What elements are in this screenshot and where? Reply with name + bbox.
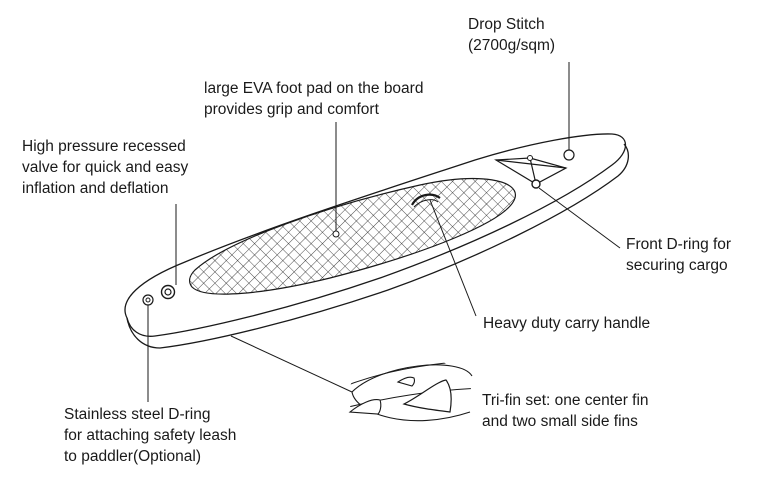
leader-tri-fin — [230, 335, 353, 393]
fin-detail-inset — [348, 359, 473, 422]
callout-drop-stitch: Drop Stitch (2700g/sqm) — [468, 14, 555, 56]
front-d-ring — [531, 179, 541, 189]
callout-carry-handle: Heavy duty carry handle — [483, 313, 650, 334]
callout-front-dring: Front D-ring for securing cargo — [626, 234, 731, 276]
callout-tri-fin-line-2: and two small side fins — [482, 413, 638, 430]
leader-lines — [147, 62, 621, 402]
callout-steel-dring: Stainless steel D-ring for attaching saf… — [64, 404, 236, 467]
eva-foot-pad — [189, 178, 516, 295]
callout-valve: High pressure recessed valve for quick a… — [22, 136, 188, 199]
leader-eva-pad-dot — [332, 230, 340, 238]
callout-steel-dring-line-3: to paddler(Optional) — [64, 448, 201, 465]
callout-front-dring-line-2: securing cargo — [626, 257, 728, 274]
front-bungee-ring — [527, 155, 533, 161]
callout-tri-fin-line-1: Tri-fin set: one center fin — [482, 392, 649, 409]
side-fin-left — [348, 399, 382, 415]
tail-d-ring — [142, 294, 154, 306]
leader-front-dring — [538, 187, 621, 249]
callout-drop-stitch-line-2: (2700g/sqm) — [468, 37, 556, 54]
callout-valve-line-3: inflation and deflation — [22, 180, 169, 197]
board-rail — [126, 143, 629, 349]
callout-valve-line-2: valve for quick and easy — [22, 159, 189, 176]
callout-eva-pad: large EVA foot pad on the board provides… — [204, 78, 423, 120]
callout-eva-pad-line-1: large EVA foot pad on the board — [204, 80, 424, 97]
callout-drop-stitch-line-1: Drop Stitch — [468, 16, 545, 33]
callout-steel-dring-line-1: Stainless steel D-ring — [64, 406, 211, 423]
tail-valve — [160, 284, 176, 300]
callout-eva-pad-line-2: provides grip and comfort — [204, 101, 379, 118]
center-fin — [402, 379, 452, 413]
callout-carry-handle-line-1: Heavy duty carry handle — [483, 315, 651, 332]
side-fin-right — [396, 376, 415, 387]
callout-front-dring-line-1: Front D-ring for — [626, 236, 732, 253]
callout-steel-dring-line-2: for attaching safety leash — [64, 427, 237, 444]
callout-valve-line-1: High pressure recessed — [22, 138, 186, 155]
nose-drop-stitch-marker — [563, 149, 575, 161]
callout-tri-fin: Tri-fin set: one center fin and two smal… — [482, 390, 649, 432]
carry-handle — [411, 193, 441, 208]
leader-carry-handle — [429, 199, 477, 317]
